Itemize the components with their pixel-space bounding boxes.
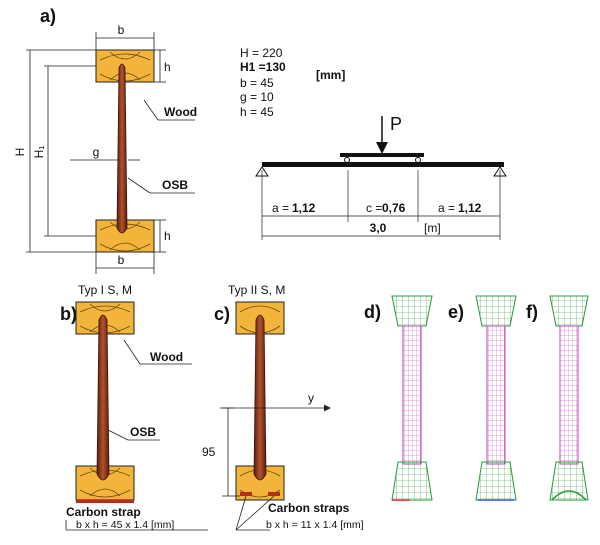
param-b: b = 45 <box>240 76 274 90</box>
param-g: g = 10 <box>240 90 274 104</box>
wood-label-b: Wood <box>150 350 183 364</box>
panel-b-label: b) <box>60 304 77 324</box>
mesh-model-f <box>549 295 589 501</box>
type1-strap-dims: b x h = 45 x 1.4 [mm] <box>76 519 174 531</box>
type2-strap-dims: b x h = 11 x 1.4 [mm] <box>266 519 364 531</box>
beam-schematic <box>255 116 507 240</box>
a-left-val: 1,12 <box>292 201 316 215</box>
carbon-strap-1 <box>76 500 134 503</box>
dim-h-top: h <box>164 60 171 74</box>
param-H1: H1 =130 <box>240 60 286 74</box>
carbon-strap-right <box>268 492 280 496</box>
type1-title: Typ I S, M <box>78 283 132 297</box>
type1-strap-title: Carbon strap <box>66 505 141 519</box>
param-H: H = 220 <box>240 46 283 60</box>
osb-label-b: OSB <box>130 425 156 439</box>
axis-y: y <box>308 391 314 405</box>
total-length: 3,0 <box>370 221 387 235</box>
type2-section <box>235 301 285 501</box>
wood-label-a: Wood <box>164 105 197 119</box>
load-P: P <box>390 114 402 134</box>
dimension-lines-a <box>26 32 195 274</box>
type2-strap-title: Carbon straps <box>268 501 350 515</box>
a-left-pre: a = <box>272 201 289 215</box>
dim-H1: H₁ <box>32 146 46 159</box>
mesh-model-e <box>475 295 517 501</box>
panel-e-label: e) <box>448 302 464 322</box>
panel-c-label: c) <box>214 304 230 324</box>
carbon-strap-left <box>240 492 252 496</box>
length-unit: [m] <box>424 221 441 235</box>
dim-95: 95 <box>202 445 216 459</box>
param-unit: [mm] <box>316 68 345 82</box>
parameter-list: H = 220 H1 =130 b = 45 g = 10 h = 45 [mm… <box>240 46 345 119</box>
osb-label-a: OSB <box>162 178 188 192</box>
a-right-val: 1,12 <box>458 201 482 215</box>
type2-dims <box>220 404 331 531</box>
dim-h-bottom: h <box>164 229 171 243</box>
panel-f-label: f) <box>526 302 538 322</box>
type2-title: Typ II S, M <box>228 283 285 297</box>
osb-web <box>116 63 128 234</box>
type1-section <box>75 301 135 503</box>
a-right-pre: a = <box>438 201 455 215</box>
dim-b-top: b <box>118 23 125 37</box>
panel-a-label: a) <box>40 6 56 26</box>
dim-H: H <box>13 148 27 157</box>
dim-g: g <box>93 145 100 159</box>
param-h: h = 45 <box>240 105 274 119</box>
c-pre: c = <box>366 201 382 215</box>
c-val: 0,76 <box>382 201 406 215</box>
mesh-model-d <box>391 295 433 501</box>
panel-d-label: d) <box>364 302 381 322</box>
dim-b-bottom: b <box>118 253 125 267</box>
